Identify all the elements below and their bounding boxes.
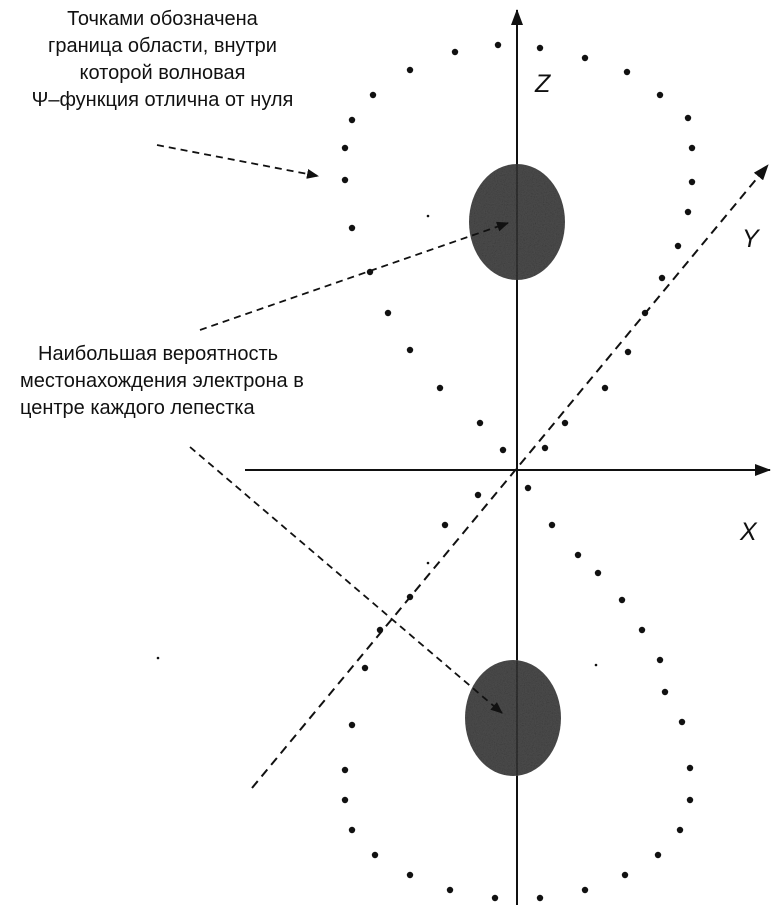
boundary-dot [625,349,631,355]
boundary-dot [639,627,645,633]
boundary-dot [687,797,693,803]
boundary-dot [370,92,376,98]
boundary-dot [685,115,691,121]
boundary-dot [372,852,378,858]
boundary-dot [349,722,355,728]
boundary-dot [679,719,685,725]
boundary-dot [475,492,481,498]
boundary-dot [492,895,498,901]
boundary-dot [407,347,413,353]
boundary-dot [602,385,608,391]
probability-note: Наибольшая вероятность местонахождения э… [0,341,400,422]
upper-lobe-leader-arrow [200,223,508,330]
boundary-dot [622,872,628,878]
boundary-dot [362,665,368,671]
boundary-dot [437,385,443,391]
boundary-dot [452,49,458,55]
boundary-note: Точками обозначена граница области, внут… [0,6,325,114]
boundary-dot [595,570,601,576]
boundary-dot [655,852,661,858]
boundary-dot [342,145,348,151]
speck [157,657,160,660]
boundary-dot [349,225,355,231]
boundary-dot [477,420,483,426]
boundary-dot [495,42,501,48]
boundary-note-line: граница области, внутри [0,33,325,60]
boundary-dot [537,895,543,901]
boundary-dot [342,177,348,183]
boundary-dot [442,522,448,528]
boundary-dot [687,765,693,771]
boundary-dot [689,179,695,185]
boundary-note-line: Ψ–функция отлична от нуля [0,87,325,114]
x-axis-label: X [740,518,757,547]
boundary-dot [407,594,413,600]
boundary-dot [407,67,413,73]
probability-note-line: Наибольшая вероятность [0,341,400,368]
probability-note-line: местонахождения электрона в [0,368,400,395]
boundary-dot [500,447,506,453]
boundary-dot [657,657,663,663]
boundary-dot [342,797,348,803]
lower-lobe [465,660,561,776]
lower-lobe-leader-arrow [190,447,502,713]
speck [427,562,430,565]
boundary-dot [542,445,548,451]
boundary-dot [407,872,413,878]
boundary-dot [377,627,383,633]
boundary-dot [642,310,648,316]
boundary-dot [657,92,663,98]
boundary-dot [562,420,568,426]
boundary-dot [342,767,348,773]
upper-lobe [469,164,565,280]
boundary-dot [549,522,555,528]
boundary-dot [575,552,581,558]
boundary-dot [659,275,665,281]
boundary-dot [675,243,681,249]
boundary-dot [662,689,668,695]
boundary-dot [349,117,355,123]
boundary-dot [582,55,588,61]
boundary-dot [624,69,630,75]
probability-note-line: центре каждого лепестка [0,395,400,422]
boundary-dot [619,597,625,603]
boundary-dot [677,827,683,833]
boundary-dot [689,145,695,151]
speck [595,664,598,667]
boundary-dot [525,485,531,491]
boundary-note-line: которой волновая [0,60,325,87]
boundary-note-line: Точками обозначена [0,6,325,33]
z-axis-label: Z [535,70,550,99]
y-axis-label: Y [742,225,759,254]
speck [427,215,430,218]
boundary-dot [349,827,355,833]
boundary-dot [582,887,588,893]
boundary-dot [685,209,691,215]
boundary-dot [537,45,543,51]
boundary-dot [385,310,391,316]
boundary-leader-arrow [157,145,318,176]
boundary-dot [447,887,453,893]
